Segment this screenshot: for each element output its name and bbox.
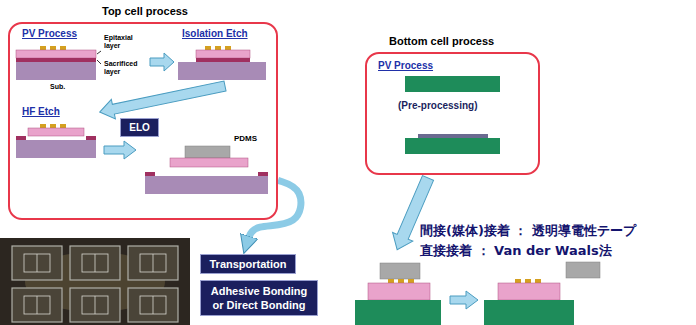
group-heading: Bottom cell process [389,35,494,47]
substrate [178,62,266,80]
step-arrow [387,174,438,254]
leader-line [97,60,101,64]
bottom-cell [405,76,500,92]
contact [205,46,211,50]
group-heading: Top cell process [102,5,188,17]
step-arrow-group [98,76,227,122]
contact [535,279,541,283]
box-label: Transportation [209,257,286,271]
contact [50,124,56,128]
pdms-stamp [380,263,420,279]
sacrificed-layer [196,58,250,62]
bottom-cell [355,300,441,325]
bottom-cell [484,300,574,325]
sacrificed-remnant [258,172,268,176]
step-arrow [150,53,174,71]
flow-arrow [248,180,301,240]
epitaxial-film [170,158,248,167]
box-label: Adhesive Bonding or Direct Bonding [207,284,311,312]
contact [40,46,46,50]
substrate [145,176,268,194]
bonding-note: 直接接着 ： Van der Waals法 [420,242,612,260]
contact [225,46,231,50]
substrate [16,62,96,80]
contact [388,279,394,283]
bottom-cell [405,138,500,154]
step-title: PV Process [378,60,433,71]
step-title: PV Process [22,28,77,39]
contact [50,46,56,50]
step-box: ELO [120,118,159,137]
step-box: Transportation [200,254,296,274]
leader-line [97,51,101,54]
step-arrow [98,76,227,122]
sacrificed-remnant [145,172,155,176]
contact [40,124,46,128]
epitaxial-mesa [28,128,84,136]
step-box: Adhesive Bonding or Direct Bonding [200,280,318,316]
epitaxial-mesa [196,50,250,58]
chip-grid-line [37,254,153,314]
step-title: HF Etch [22,106,60,117]
sacrificed-remnant [86,136,96,140]
contact [215,46,221,50]
contact [525,279,531,283]
part-label: (Pre-processing) [398,100,477,111]
top-cell-film [498,283,560,300]
chip-pattern [24,254,166,314]
bonding-note: 間接(媒体)接着 ： 透明導電性テープ [420,222,636,240]
top-cell-film [368,283,430,300]
step-arrow [104,141,136,159]
contact [408,279,414,283]
process-group: ELOTop cell process [8,22,278,220]
box-label: ELO [129,121,150,134]
step-title: Isolation Etch [182,28,248,39]
part-label: PDMS [234,134,257,143]
part-label: Sub. [50,83,65,91]
contact [398,279,404,283]
sacrificed-layer [16,58,96,62]
part-label: Sacrificed layer [104,60,146,76]
pre-layer [418,134,488,138]
sacrificed-remnant [16,136,26,140]
step-arrow [450,291,478,309]
epitaxial-layer [16,50,96,58]
pdms-stamp [185,146,230,158]
contact [515,279,521,283]
substrate [16,140,96,158]
contact [60,124,66,128]
pdms-stamp [566,262,600,278]
chip-array [12,246,178,322]
contact [60,46,66,50]
photo [0,238,190,325]
part-label: Epitaxial layer [104,34,144,50]
step-arrow-group [387,174,438,254]
